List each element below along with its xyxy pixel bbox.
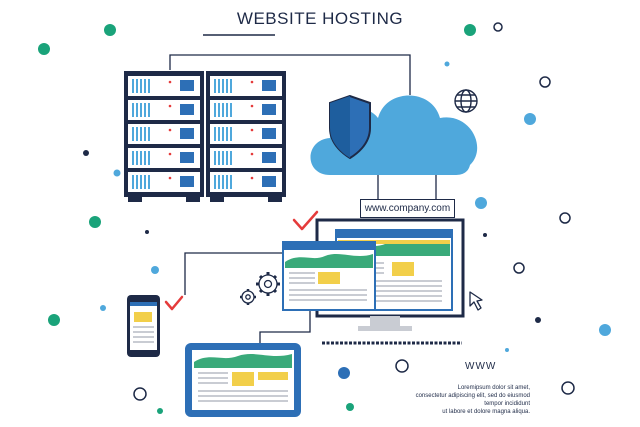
dot bbox=[145, 230, 149, 234]
dot bbox=[38, 43, 50, 55]
domain-url-label: www.company.com bbox=[360, 199, 455, 218]
cursor-icon bbox=[469, 291, 483, 311]
dot bbox=[338, 367, 350, 379]
ring bbox=[539, 76, 551, 88]
server-icon bbox=[124, 71, 204, 202]
description-line: consectetur adipiscing elit, sed do eius… bbox=[415, 393, 530, 399]
dot bbox=[151, 266, 159, 274]
dot bbox=[535, 317, 541, 323]
dot bbox=[483, 233, 487, 237]
description-line: ut labore et dolore magna aliqua. bbox=[442, 409, 530, 415]
description-text: Loremipsum dolor sit amet, consectetur a… bbox=[390, 384, 530, 416]
dot bbox=[100, 305, 106, 311]
description-line: tempor incididunt bbox=[484, 401, 530, 407]
checkmark-icon bbox=[164, 295, 184, 311]
dot bbox=[89, 216, 101, 228]
dot bbox=[113, 169, 121, 177]
ring bbox=[559, 212, 571, 224]
decorative-rings bbox=[133, 22, 575, 401]
page-title: WEBSITE HOSTING bbox=[236, 9, 404, 28]
ring bbox=[513, 262, 525, 274]
dot bbox=[157, 408, 163, 414]
dot bbox=[505, 348, 509, 352]
ring bbox=[561, 381, 575, 395]
phone-icon bbox=[127, 295, 160, 357]
dot bbox=[475, 197, 487, 209]
dot bbox=[524, 113, 536, 125]
globe-icon bbox=[454, 89, 478, 113]
server-icon bbox=[206, 71, 286, 202]
browser-window bbox=[282, 241, 376, 311]
dot bbox=[83, 150, 89, 156]
dot bbox=[48, 314, 60, 326]
www-label: WWW bbox=[465, 361, 497, 372]
dot bbox=[444, 61, 450, 67]
gear-icon bbox=[256, 272, 280, 296]
dot bbox=[464, 24, 476, 36]
dot bbox=[599, 324, 611, 336]
ring bbox=[395, 359, 409, 373]
description-line: Loremipsum dolor sit amet, bbox=[457, 385, 530, 391]
ring bbox=[133, 387, 147, 401]
decorative-dots bbox=[38, 24, 611, 414]
tablet-icon bbox=[185, 343, 301, 417]
gear-icon bbox=[240, 289, 256, 305]
dot bbox=[346, 403, 354, 411]
shield-icon bbox=[329, 94, 371, 160]
ring bbox=[493, 22, 503, 32]
dot bbox=[104, 24, 116, 36]
checkmark-icon bbox=[292, 210, 319, 231]
